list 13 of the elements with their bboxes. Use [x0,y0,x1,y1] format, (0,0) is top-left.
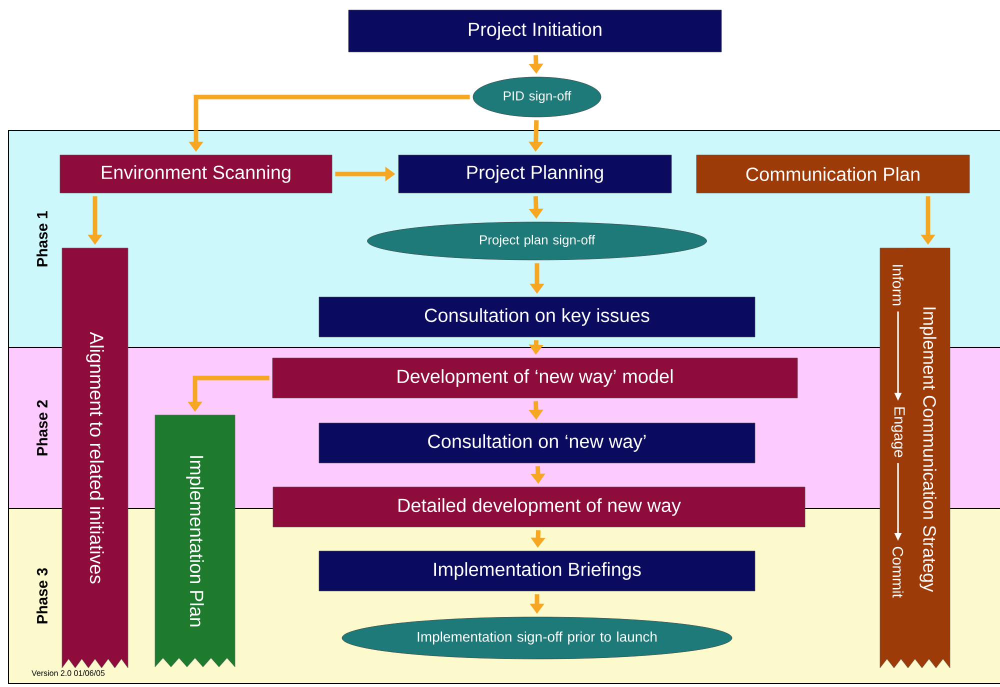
process-box: Environment Scanning [60,154,332,194]
process-box: Project Initiation [348,10,722,52]
process-box: Project Planning [398,154,672,194]
version-note: Version 2.0 01/06/05 [32,670,105,676]
process-box: Consultation on ‘new way’ [318,422,756,464]
process-box: Consultation on key issues [318,296,756,338]
process-box: Detailed development of new way [272,486,806,528]
process-box: Communication Plan [696,154,970,194]
banner: Implement Communication Strategy [906,248,950,650]
banner: Alignment to related initiatives [62,248,128,668]
banner: Implementation Plan [154,414,236,668]
process-box: Development of ‘new way’ model [272,358,798,398]
process-box: Implementation Briefings [318,550,756,592]
